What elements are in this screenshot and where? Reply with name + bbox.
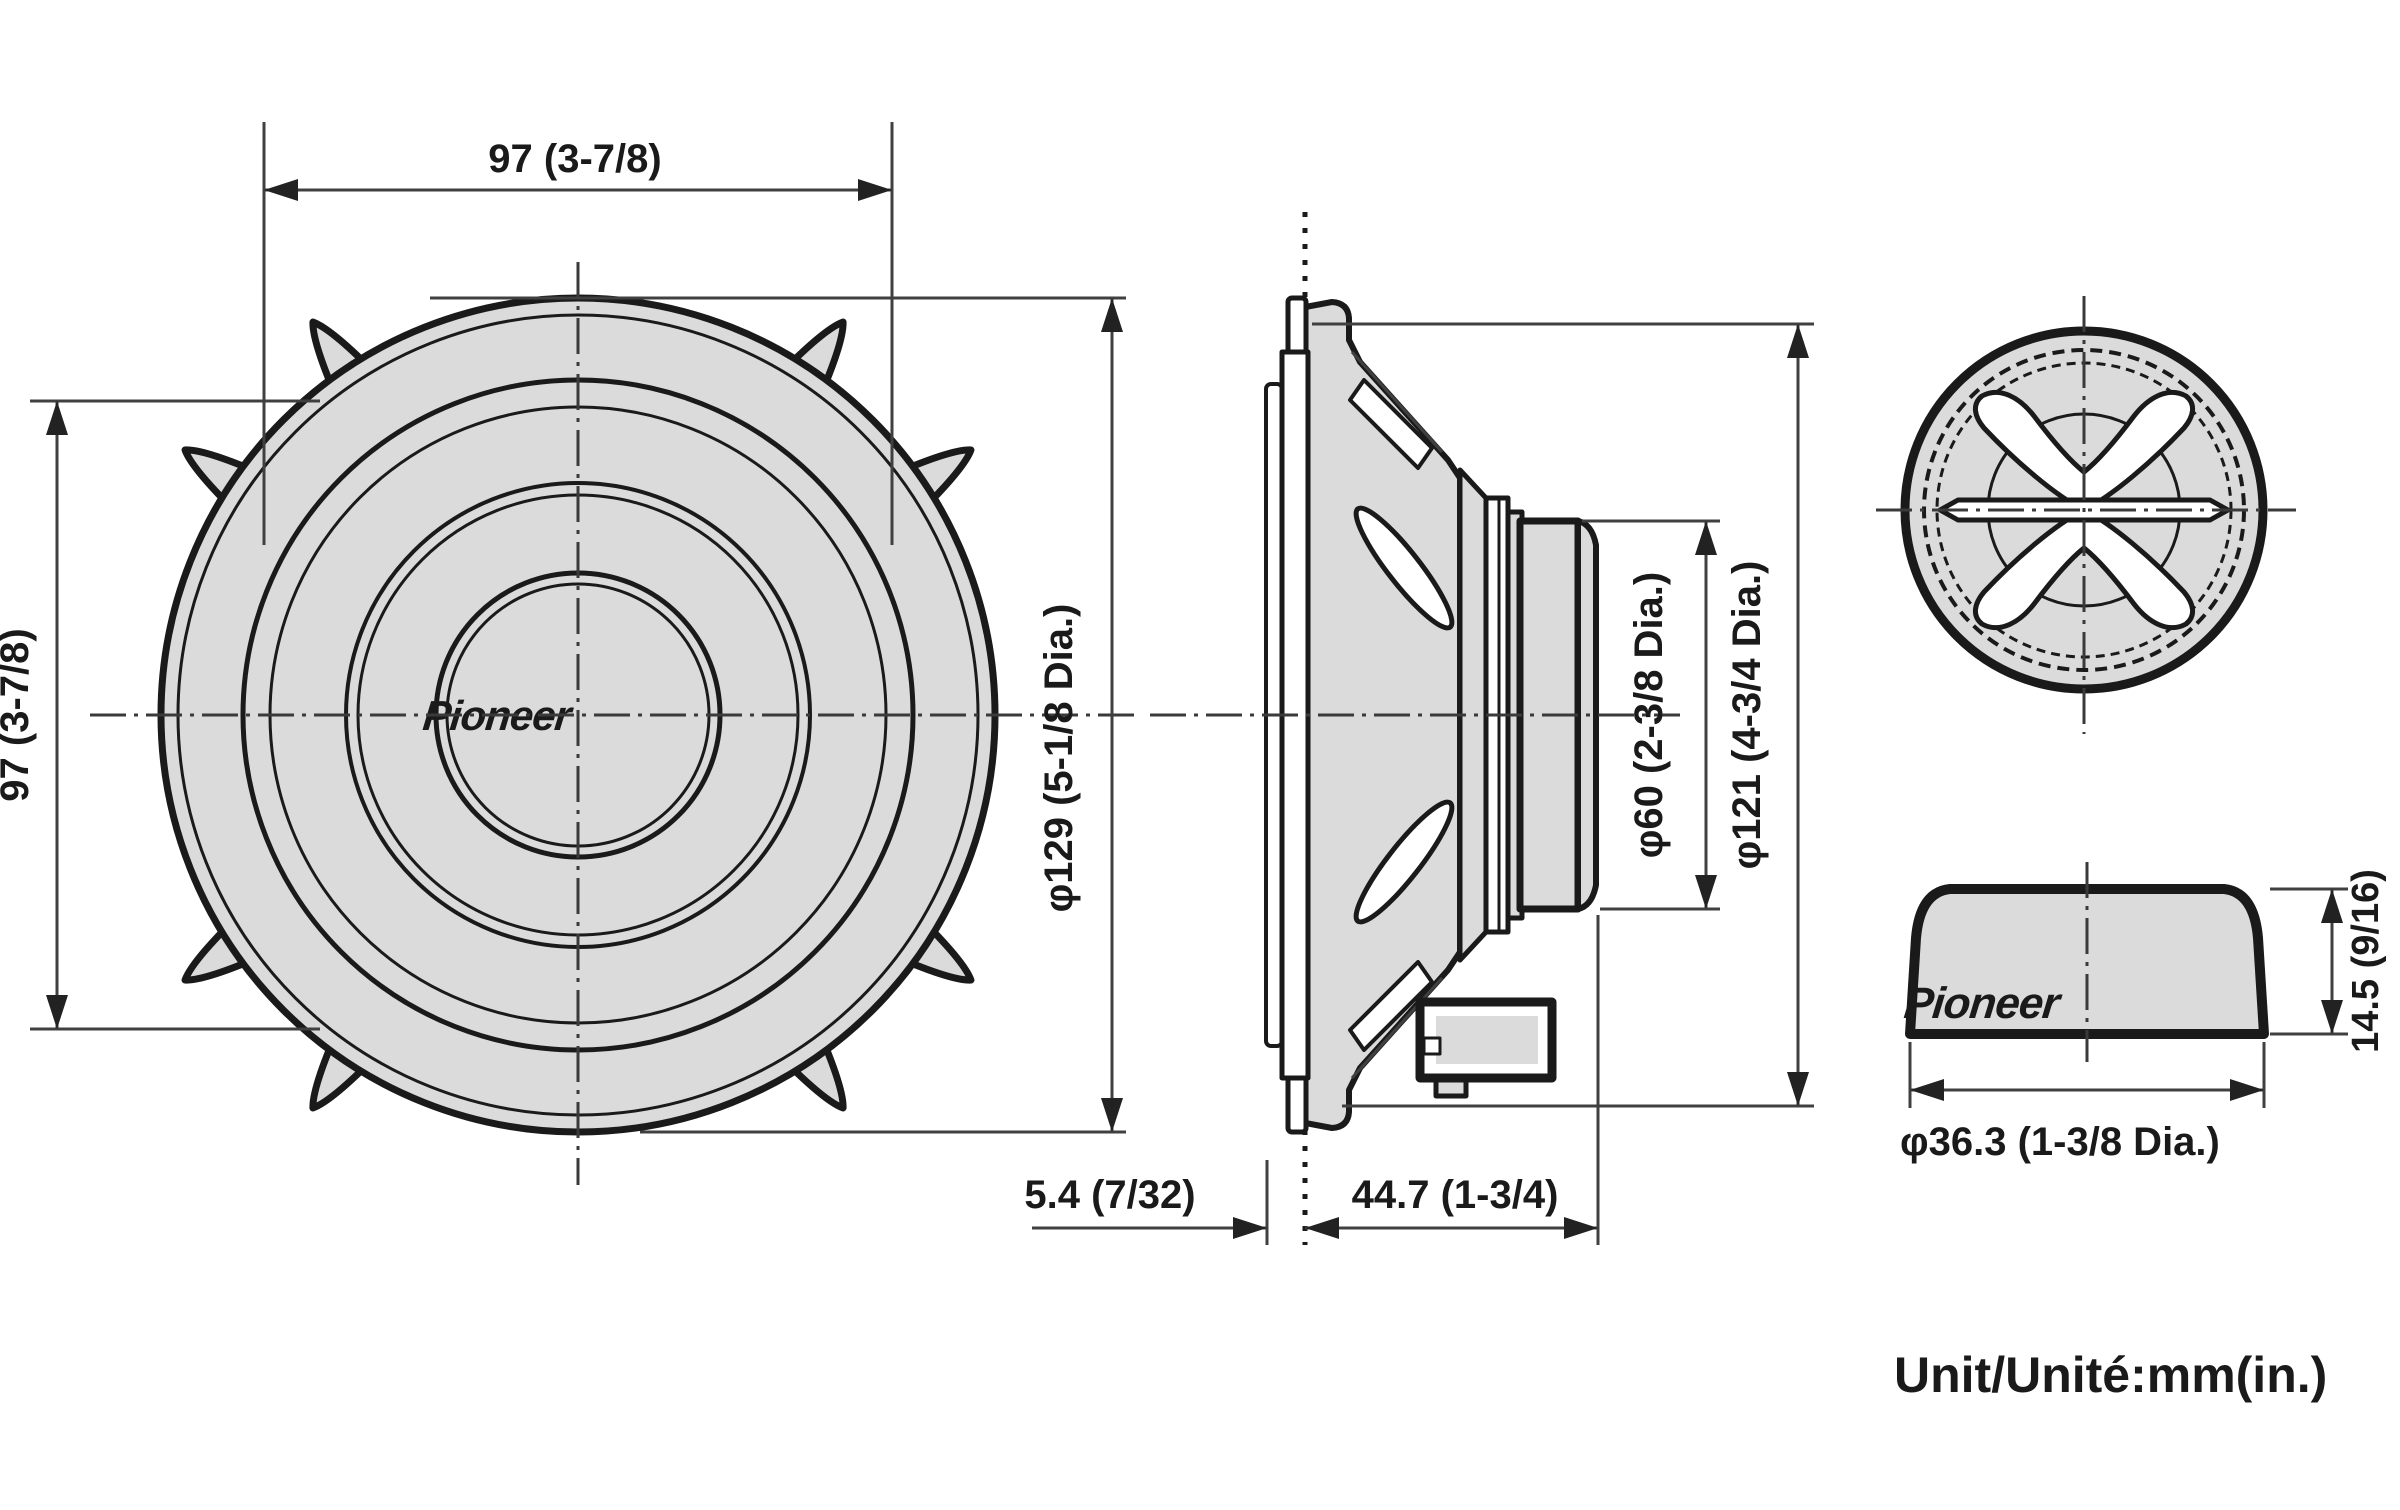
dimension-tweeter-height: 14.5 (9/16)	[2270, 869, 2387, 1053]
dimension-front-height: 97 (3-7/8)	[0, 399, 320, 1031]
woofer-front-view: Pioneer	[90, 262, 1140, 1185]
dim-label-mounting-depth: 44.7 (1-3/4)	[1352, 1173, 1559, 1217]
dimension-cutout-diameter: φ121 (4-3/4 Dia.)	[1312, 322, 1814, 1108]
arrow-up-icon	[1787, 324, 1809, 358]
dimension-front-width: 97 (3-7/8)	[262, 122, 894, 545]
arrow-right-icon	[2230, 1079, 2264, 1101]
arrow-right-icon	[1564, 1217, 1598, 1239]
arrow-right-icon	[858, 179, 892, 201]
dimension-flange-protrusion: 5.4 (7/32)	[1024, 1160, 1269, 1245]
terminal-block	[1415, 997, 1557, 1099]
dim-label-frame-diameter: φ129 (5-1/8 Dia.)	[1037, 604, 1081, 913]
arrow-left-icon	[1910, 1079, 1944, 1101]
tweeter-side-view: Pioneer	[1902, 862, 2269, 1062]
arrow-up-icon	[1101, 298, 1123, 332]
arrow-up-icon	[1695, 521, 1717, 555]
dim-label-flange-protrusion: 5.4 (7/32)	[1024, 1173, 1195, 1217]
dimension-tweeter-diameter: φ36.3 (1-3/8 Dia.)	[1900, 1042, 2266, 1164]
dim-label-magnet-diameter: φ60 (2-3/8 Dia.)	[1627, 572, 1671, 859]
dim-label-front-width: 97 (3-7/8)	[488, 137, 661, 181]
dim-label-cutout-diameter: φ121 (4-3/4 Dia.)	[1725, 561, 1769, 870]
arrow-right-icon	[1233, 1217, 1267, 1239]
dim-label-tweeter-diameter: φ36.3 (1-3/8 Dia.)	[1900, 1120, 2220, 1164]
dimension-frame-diameter: φ129 (5-1/8 Dia.)	[430, 296, 1126, 1134]
arrow-down-icon	[46, 995, 68, 1029]
woofer-side-view	[1150, 212, 1680, 1245]
arrow-left-icon	[264, 179, 298, 201]
pioneer-logo-tweeter: Pioneer	[1902, 979, 2065, 1028]
arrow-down-icon	[2321, 1000, 2343, 1034]
dim-label-tweeter-height: 14.5 (9/16)	[2345, 869, 2387, 1053]
arrow-down-icon	[1787, 1072, 1809, 1106]
dimension-mounting-depth: 44.7 (1-3/4)	[1305, 915, 1600, 1245]
arrow-down-icon	[1101, 1098, 1123, 1132]
arrow-down-icon	[1695, 875, 1717, 909]
dimension-magnet-diameter: φ60 (2-3/8 Dia.)	[1582, 519, 1720, 911]
arrow-left-icon	[1305, 1217, 1339, 1239]
arrow-up-icon	[2321, 889, 2343, 923]
tweeter-front-view	[1876, 296, 2296, 734]
dim-label-front-height: 97 (3-7/8)	[0, 628, 37, 801]
unit-note: Unit/Unité:mm(in.)	[1894, 1347, 2327, 1403]
arrow-up-icon	[46, 401, 68, 435]
tweeter-housing	[1905, 884, 2269, 1039]
basket-vents	[1348, 378, 1455, 1052]
